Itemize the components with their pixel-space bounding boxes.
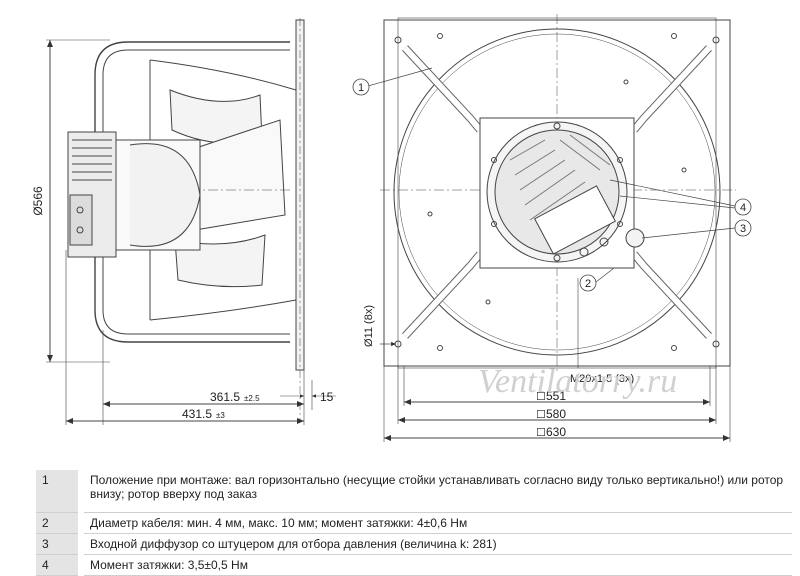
dim-580-label: 580 xyxy=(546,407,566,421)
note-text: Момент затяжки: 3,5±0,5 Нм xyxy=(81,554,792,576)
dim-361-label: 361.5 xyxy=(210,390,240,404)
notes-table: 1 Положение при монтаже: вал горизонталь… xyxy=(36,470,792,576)
note-text: Входной диффузор со штуцером для отбора … xyxy=(81,533,792,555)
watermark: Ventilatorry.ru xyxy=(478,363,677,400)
dim-630-label: 630 xyxy=(546,425,566,439)
note-number: 1 xyxy=(36,470,84,513)
callout-4-number: 4 xyxy=(740,202,746,214)
callout-1-number: 1 xyxy=(358,82,364,94)
note-text: Диаметр кабеля: мин. 4 мм, макс. 10 мм; … xyxy=(81,512,792,534)
notes-row: 4 Момент затяжки: 3,5±0,5 Нм xyxy=(36,554,792,576)
technical-drawing: Ø566 361.5 ±2.5 431.5 ±3 15 xyxy=(31,14,752,442)
note-number: 3 xyxy=(36,533,84,555)
note-number: 2 xyxy=(36,512,84,534)
note-number: 4 xyxy=(36,554,84,576)
callout-3: 3 xyxy=(734,219,752,237)
callout-2-number: 2 xyxy=(585,278,591,290)
thread-label: M20x1.5 (3x) xyxy=(570,373,634,385)
callout-2: 2 xyxy=(579,274,597,292)
note-text: Положение при монтаже: вал горизонтально… xyxy=(81,470,792,513)
diameter-label: Ø566 xyxy=(31,186,45,216)
dim-15-label: 15 xyxy=(320,390,334,404)
square-symbol-630: ☐ xyxy=(536,427,546,439)
square-symbol-551: ☐ xyxy=(536,391,546,403)
side-view xyxy=(46,18,336,425)
hole-label: Ø11 (8x) xyxy=(363,305,375,347)
dim-431-tolerance: ±3 xyxy=(216,411,225,420)
dim-551-label: 551 xyxy=(546,389,566,403)
dim-431-label: 431.5 xyxy=(182,407,212,421)
callout-1: 1 xyxy=(352,78,370,96)
front-view xyxy=(367,14,736,442)
notes-row: 2 Диаметр кабеля: мин. 4 мм, макс. 10 мм… xyxy=(36,512,792,534)
dim-361-tolerance: ±2.5 xyxy=(244,394,260,403)
square-symbol-580: ☐ xyxy=(536,409,546,421)
callout-4: 4 xyxy=(734,198,752,216)
notes-row: 1 Положение при монтаже: вал горизонталь… xyxy=(36,470,792,513)
notes-row: 3 Входной диффузор со штуцером для отбор… xyxy=(36,533,792,555)
callout-3-number: 3 xyxy=(740,223,746,235)
